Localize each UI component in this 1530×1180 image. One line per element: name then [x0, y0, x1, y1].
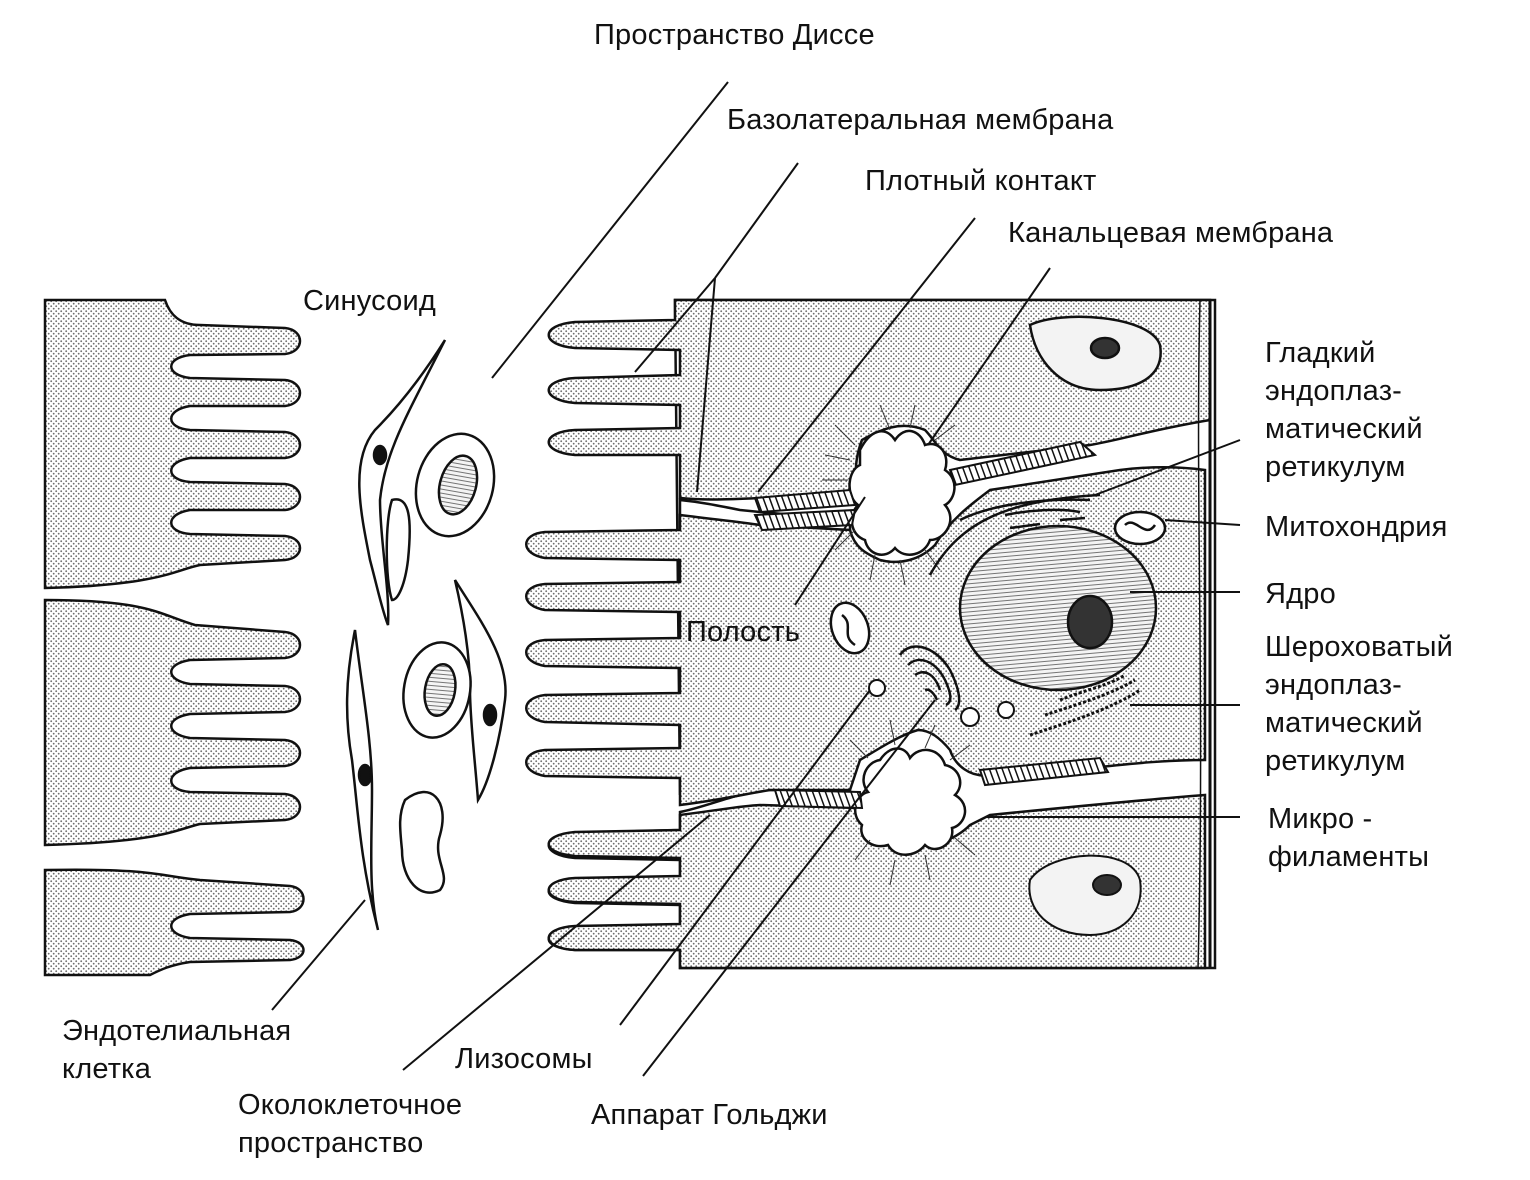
label-mitochondrion: Митохондрия — [1265, 511, 1448, 543]
label-smooth-er-line1: Гладкий — [1265, 337, 1376, 369]
label-pericellular-space: Околоклеточное пространство — [238, 1086, 462, 1162]
label-basolateral-membrane: Базолатеральная мембрана — [727, 104, 1114, 136]
label-microfilaments-line2: филаменты — [1268, 841, 1430, 873]
label-endothelial-cell-line1: Эндотелиальная — [62, 1015, 292, 1047]
label-pericellular-space-line2: пространство — [238, 1127, 424, 1159]
rough-er — [1029, 673, 1141, 737]
label-nucleus: Ядро — [1265, 578, 1336, 610]
label-smooth-er-line4: ретикулум — [1265, 451, 1406, 483]
label-smooth-er-line2: эндоплаз- — [1265, 375, 1403, 407]
left-hepatocyte-upper — [43, 298, 302, 590]
label-rough-er-line3: матический — [1265, 707, 1423, 739]
label-golgi: Аппарат Гольджи — [591, 1099, 828, 1131]
label-rough-er-line2: эндоплаз- — [1265, 669, 1403, 701]
bile-canaliculus-upper — [848, 429, 956, 556]
label-rough-er: Шероховатый эндоплаз- матический ретикул… — [1265, 628, 1453, 780]
mitochondria — [829, 510, 1167, 655]
label-endothelial-cell-line2: клетка — [62, 1053, 152, 1085]
label-smooth-er-line3: матический — [1265, 413, 1423, 445]
label-smooth-er: Гладкий эндоплаз- матический ретикулум — [1265, 334, 1423, 486]
label-rough-er-line4: ретикулум — [1265, 745, 1406, 777]
label-microfilaments: Микро - филаменты — [1268, 800, 1429, 876]
bile-canaliculus-lower — [853, 747, 967, 856]
label-endothelial-cell: Эндотелиальная клетка — [62, 1012, 291, 1088]
label-pericellular-space-line1: Околоклеточное — [238, 1089, 463, 1121]
left-hepatocyte-lower — [43, 868, 305, 977]
tight-junction-bands — [753, 440, 1110, 810]
label-rough-er-line1: Шероховатый — [1265, 631, 1454, 663]
label-microfilaments-line1: Микро - — [1268, 803, 1373, 835]
adjacent-nucleus-top — [1028, 315, 1162, 392]
left-hepatocyte-middle — [43, 598, 302, 847]
label-lysosomes: Лизосомы — [455, 1043, 593, 1075]
canaliculus-microvilli — [822, 404, 976, 886]
adjacent-nucleus-bottom — [1028, 854, 1142, 937]
leader-lines — [271, 81, 1241, 1077]
label-sinusoid: Синусоид — [303, 285, 437, 317]
label-lumen: Полость — [686, 616, 801, 648]
nucleus — [958, 524, 1158, 692]
label-tight-junction: Плотный контакт — [865, 165, 1097, 197]
label-canalicular-membrane: Канальцевая мембрана — [1008, 217, 1334, 249]
golgi-apparatus — [898, 645, 961, 712]
smooth-er — [928, 493, 1101, 576]
lysosomes — [868, 679, 1015, 727]
label-disse-space: Пространство Диссе — [594, 19, 875, 51]
sinusoid-contents — [345, 339, 507, 931]
